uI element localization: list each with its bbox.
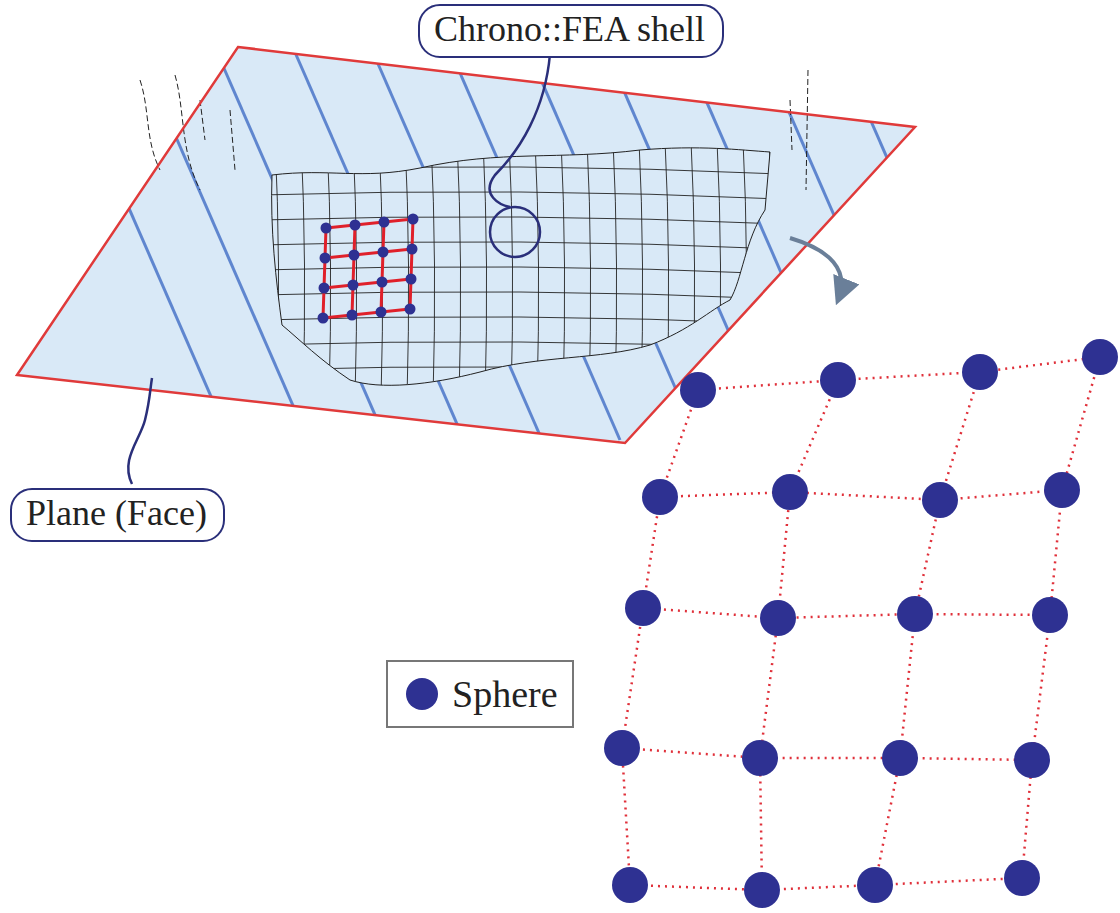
sphere [1044, 472, 1080, 508]
mesh-link [1022, 357, 1100, 878]
plane-hatching [60, 50, 1120, 440]
mesh-line [509, 140, 513, 400]
legend-text: Sphere [452, 672, 558, 716]
sphere [1032, 597, 1068, 633]
mesh-line [483, 140, 487, 400]
callout-bubble: Plane (Face) [10, 488, 225, 542]
mesh-line [431, 140, 435, 400]
sphere [857, 867, 893, 903]
mesh-line [260, 192, 780, 199]
sphere [820, 362, 856, 398]
hatch-line [762, 50, 932, 440]
zoom-arrow [790, 238, 841, 300]
mesh-line [769, 140, 773, 400]
mesh-link [622, 748, 1032, 760]
mesh-line [405, 140, 409, 400]
mesh-line [561, 140, 565, 400]
mesh-link [622, 390, 698, 885]
map-outline [272, 148, 770, 385]
mesh-line [691, 140, 695, 400]
callout-bubble: Chrono::FEA shell [418, 4, 724, 58]
map-fragments [140, 70, 808, 190]
sphere [642, 479, 678, 515]
mesh-link [760, 380, 838, 890]
hatch-line [996, 50, 1120, 440]
sphere [962, 354, 998, 390]
mesh-line [717, 140, 721, 400]
shell-highlight [490, 207, 540, 257]
sphere [604, 730, 640, 766]
sphere-mesh [604, 339, 1118, 908]
hatch-line [1074, 50, 1120, 440]
legend-entry: Sphere [402, 672, 558, 716]
mesh-line [301, 140, 305, 400]
mesh-line [613, 140, 617, 400]
sphere [772, 474, 808, 510]
mesh-line [260, 217, 780, 224]
mesh-link [698, 357, 1100, 390]
mesh-line [260, 242, 780, 249]
mesh-line [260, 267, 780, 274]
sphere [897, 596, 933, 632]
sphere [922, 482, 958, 518]
mesh-line [587, 140, 591, 400]
sphere [882, 740, 918, 776]
mesh-line [743, 140, 747, 400]
hatch-line [840, 50, 1010, 440]
legend-swatch [402, 674, 442, 714]
sphere [680, 372, 716, 408]
callout-text: Chrono::FEA shell [434, 10, 705, 50]
legend-box: Sphere [386, 660, 574, 728]
callout-text: Plane (Face) [26, 494, 207, 534]
mesh-line [260, 292, 780, 299]
sphere [1004, 860, 1040, 896]
mesh-link [875, 372, 980, 885]
leader-line [128, 378, 152, 484]
mesh-line [327, 140, 331, 400]
mesh-line [260, 342, 780, 349]
mesh-map [260, 140, 780, 400]
mesh-line [639, 140, 643, 400]
leader-line [490, 54, 550, 207]
sphere-mesh-detail [318, 214, 419, 324]
mesh-link [660, 490, 1062, 500]
mesh-line [353, 140, 357, 400]
sphere [760, 600, 796, 636]
sphere [742, 740, 778, 776]
mesh-link [630, 878, 1022, 890]
sphere [1082, 339, 1118, 375]
mesh-link [643, 608, 1050, 618]
sphere [612, 867, 648, 903]
mesh-line [457, 140, 461, 400]
sphere [1014, 742, 1050, 778]
sphere [625, 590, 661, 626]
sphere [744, 872, 780, 908]
hatch-line [918, 50, 1088, 440]
